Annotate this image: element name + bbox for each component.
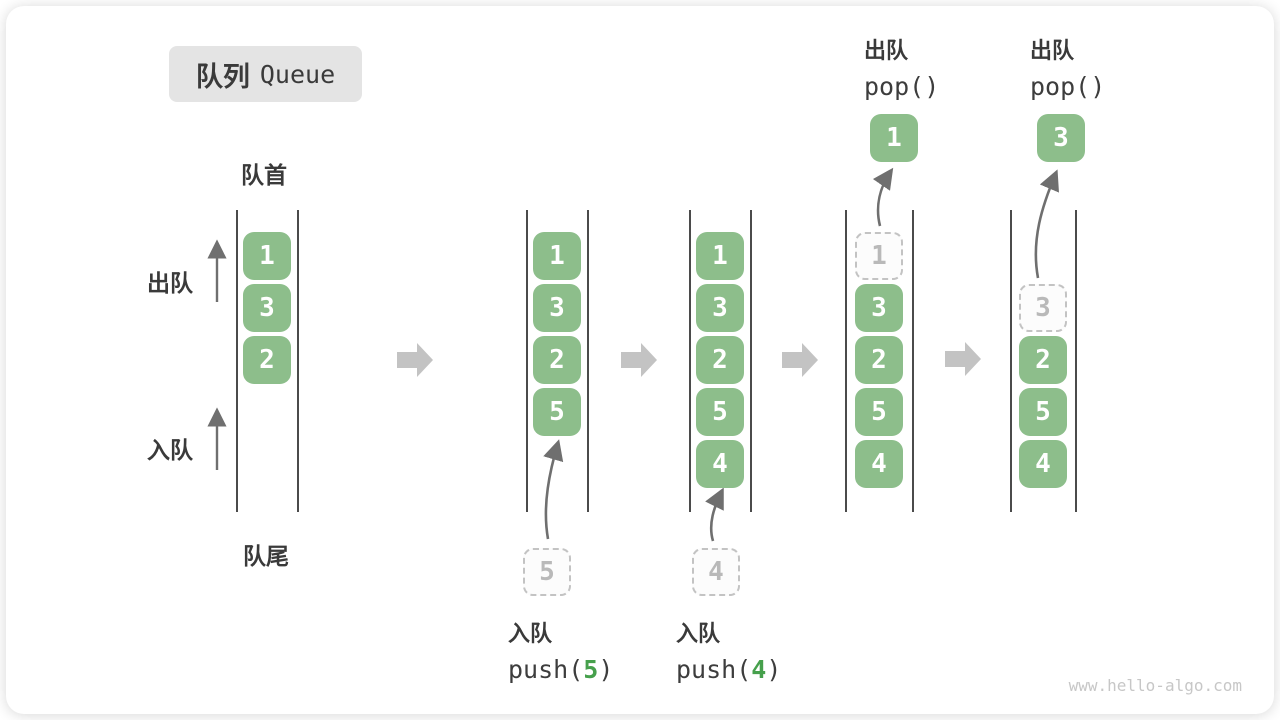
queue-4-cell: 2: [855, 336, 903, 384]
queue-4-wall-right: [912, 210, 914, 512]
queue-5-wall-left: [1010, 210, 1012, 512]
title-en: Queue: [259, 59, 336, 89]
queue-2-cell: 5: [533, 388, 581, 436]
queue-4-wall-left: [845, 210, 847, 512]
enqueue-5-arrow: [543, 439, 564, 540]
pop-caption-2-code: pop(): [1030, 72, 1106, 101]
state-transition-arrow-2: [621, 343, 657, 377]
queue-1-cell: 2: [243, 336, 291, 384]
queue-5-wall-right: [1075, 210, 1077, 512]
push-caption-4-zh: 入队: [676, 621, 721, 646]
pop-caption-2-zh: 出队: [1030, 38, 1075, 63]
queue-2-cell: 3: [533, 284, 581, 332]
queue-4-ghost-cell: 1: [855, 232, 903, 280]
queue-rear-label: 队尾: [243, 543, 289, 569]
queue-1-cell: 3: [243, 284, 291, 332]
queue-5-cell: 4: [1019, 440, 1067, 488]
queue-2-cell: 1: [533, 232, 581, 280]
queue-4-cell: 5: [855, 388, 903, 436]
code-arg: 4: [751, 655, 767, 684]
queue-3-cell: 2: [696, 336, 744, 384]
title-zh: 队列: [195, 61, 250, 92]
push-caption-5-zh: 入队: [508, 621, 553, 646]
queue-3-cell: 4: [696, 440, 744, 488]
pop-caption-1: 出队 pop(): [864, 33, 939, 101]
enqueue-label: 入队: [147, 437, 193, 463]
state-transition-arrow-1: [397, 343, 433, 377]
code-pre: push(: [508, 655, 584, 684]
code-post: ): [766, 655, 782, 684]
queue-1-wall-right: [297, 210, 299, 512]
push-caption-4: 入队 push(4): [676, 616, 781, 684]
title-box: 队列 Queue: [169, 46, 362, 102]
push-caption-5-code: push(5): [508, 655, 613, 684]
pop-caption-2: 出队 pop(): [1030, 33, 1105, 101]
queue-3-cell: 3: [696, 284, 744, 332]
queue-2-wall-left: [526, 210, 528, 512]
queue-5-cell: 5: [1019, 388, 1067, 436]
queue-2-cell: 2: [533, 336, 581, 384]
state-transition-arrow-4: [945, 342, 981, 376]
watermark: www.hello-algo.com: [1068, 676, 1242, 695]
queue-3-wall-right: [750, 210, 752, 512]
state-transition-arrow-3: [782, 343, 818, 377]
code-post: ): [598, 655, 614, 684]
queue-2-wall-right: [587, 210, 589, 512]
queue-1-wall-left: [236, 210, 238, 512]
push-caption-4-code: push(4): [676, 655, 781, 684]
pop-1-arrow: [872, 167, 894, 227]
queue-3-wall-left: [689, 210, 691, 512]
push-caption-5: 入队 push(5): [508, 616, 613, 684]
queue-3-cell: 1: [696, 232, 744, 280]
dequeue-label: 出队: [147, 270, 193, 296]
queue-5-ghost-cell: 3: [1019, 284, 1067, 332]
queue-3-cell: 5: [696, 388, 744, 436]
queue-1-cell: 1: [243, 232, 291, 280]
code-arg: 5: [583, 655, 599, 684]
queue-5-popped-cell: 3: [1037, 114, 1085, 162]
queue-4-cell: 4: [855, 440, 903, 488]
queue-4-popped-cell: 1: [870, 114, 918, 162]
queue-3-staging-cell: 4: [692, 548, 740, 596]
queue-2-staging-cell: 5: [523, 548, 571, 596]
pop-caption-1-zh: 出队: [864, 38, 909, 63]
pop-3-arrow: [1034, 169, 1059, 279]
queue-front-label: 队首: [241, 162, 287, 188]
pop-caption-1-code: pop(): [864, 72, 940, 101]
queue-4-cell: 3: [855, 284, 903, 332]
queue-5-cell: 2: [1019, 336, 1067, 384]
enqueue-4-arrow: [705, 487, 724, 542]
code-pre: push(: [676, 655, 752, 684]
